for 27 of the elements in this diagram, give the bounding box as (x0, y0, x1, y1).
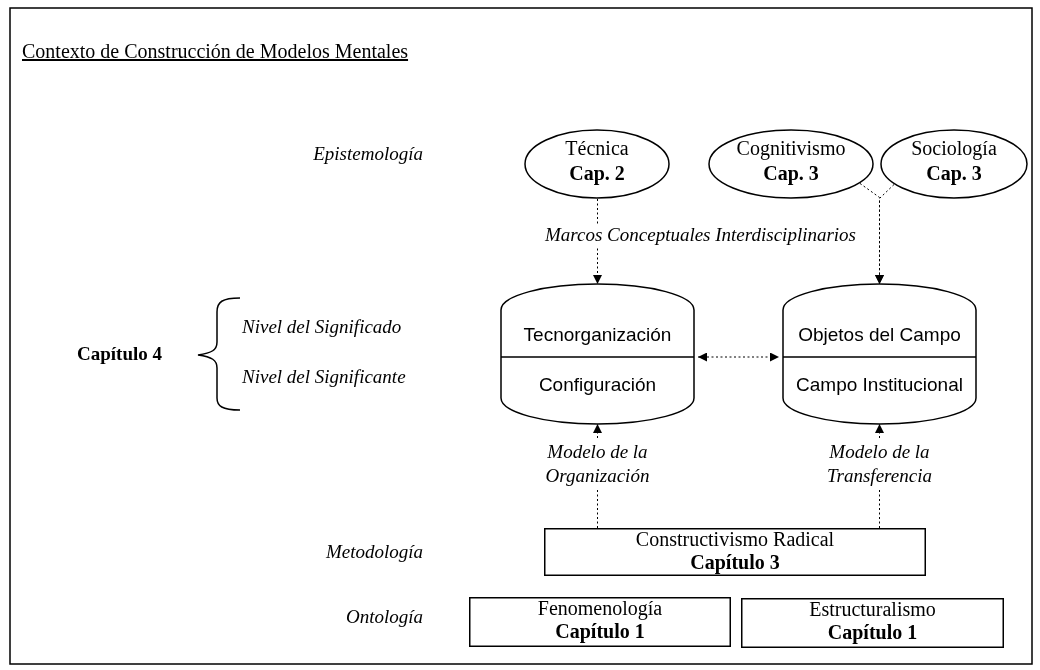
level-label: Nivel del Significante (242, 366, 406, 388)
chapter-label: Capítulo 4 (77, 343, 162, 365)
level-label: Ontología (345, 606, 423, 628)
node-title: Técnica (564, 137, 630, 160)
level-text: Objetos del Campo (797, 324, 962, 346)
node-title: Sociología (910, 137, 998, 160)
chapter-label: Cap. 3 (925, 162, 983, 185)
node-title: Cognitivismo (735, 137, 847, 160)
level-label: Nivel del Significado (242, 316, 402, 338)
node-title: Fenomenología (536, 597, 664, 620)
arrow (875, 184, 895, 285)
edge-group-label: Marcos Conceptuales Interdisciplinarios (543, 224, 858, 246)
level-text: Tecnorganización (522, 324, 673, 346)
level-label: Metodología (325, 541, 423, 563)
level-label: Epistemología (313, 143, 423, 165)
diagram-title: Contexto de Construcción de Modelos Mentales (22, 40, 409, 63)
node-title: Constructivismo Radical (634, 528, 836, 551)
chapter-label: Cap. 3 (762, 162, 820, 185)
chapter-label: Capítulo 1 (554, 620, 646, 643)
level-text: Configuración (537, 374, 658, 396)
chapter-label: Capítulo 1 (826, 621, 919, 644)
chapter-label: Capítulo 3 (689, 551, 781, 574)
arrow (697, 352, 780, 362)
level-text: Campo Institucional (795, 374, 964, 396)
arrow (593, 198, 602, 285)
chapter-label: Cap. 2 (568, 162, 626, 185)
node-title: Estructuralismo (808, 598, 937, 621)
